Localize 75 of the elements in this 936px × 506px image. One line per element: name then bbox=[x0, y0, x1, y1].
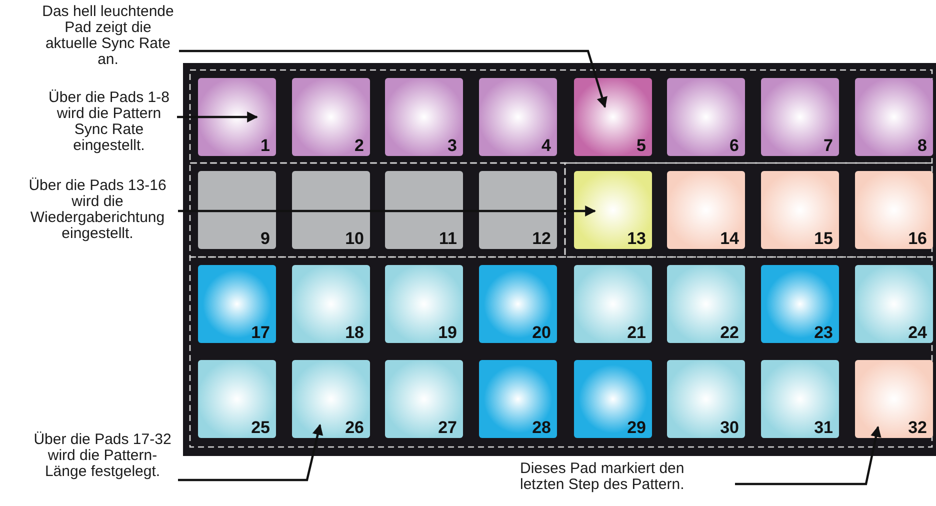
pad-number: 12 bbox=[532, 230, 551, 247]
pad bbox=[385, 171, 463, 249]
pad-grid-panel bbox=[183, 63, 936, 456]
pad-number: 6 bbox=[730, 137, 739, 154]
leader-arrow bbox=[177, 112, 258, 122]
pad bbox=[479, 78, 557, 156]
pad-number: 28 bbox=[532, 419, 551, 436]
pad-number: 4 bbox=[542, 137, 551, 154]
callout-text: Dieses Pad markiert den letzten Step des Pattern. bbox=[520, 461, 732, 493]
pad-number: 27 bbox=[438, 419, 457, 436]
pad-number: 3 bbox=[448, 137, 457, 154]
pad bbox=[479, 171, 557, 249]
pad bbox=[292, 171, 370, 249]
pad-number: 14 bbox=[720, 230, 739, 247]
pad bbox=[198, 171, 276, 249]
pad-number: 31 bbox=[814, 419, 833, 436]
pad bbox=[385, 360, 463, 438]
pad bbox=[761, 360, 839, 438]
pad bbox=[667, 171, 745, 249]
pad bbox=[198, 360, 276, 438]
pad bbox=[855, 265, 933, 343]
pad-number: 24 bbox=[908, 324, 927, 341]
pad-number: 7 bbox=[824, 137, 833, 154]
pad-number: 23 bbox=[814, 324, 833, 341]
pad bbox=[385, 265, 463, 343]
pad bbox=[292, 78, 370, 156]
leader-arrow bbox=[178, 424, 324, 482]
leader-arrow bbox=[178, 206, 596, 216]
pad bbox=[574, 265, 652, 343]
pad bbox=[667, 265, 745, 343]
pad bbox=[385, 78, 463, 156]
pad bbox=[292, 360, 370, 438]
pad bbox=[479, 360, 557, 438]
pad bbox=[198, 78, 276, 156]
callout-text: Über die Pads 17-32 wird die Pattern-Länge festgelegt. bbox=[30, 432, 175, 480]
pad-number: 15 bbox=[814, 230, 833, 247]
pad-number: 25 bbox=[251, 419, 270, 436]
pad-number: 26 bbox=[345, 419, 364, 436]
pad-number: 22 bbox=[720, 324, 739, 341]
pad-number: 18 bbox=[345, 324, 364, 341]
pad bbox=[574, 78, 652, 156]
pad bbox=[292, 265, 370, 343]
pad bbox=[761, 265, 839, 343]
pad bbox=[198, 265, 276, 343]
pad-number: 21 bbox=[627, 324, 646, 341]
pad-number: 32 bbox=[908, 419, 927, 436]
pad-number: 8 bbox=[918, 137, 927, 154]
pad bbox=[479, 265, 557, 343]
pad-number: 17 bbox=[251, 324, 270, 341]
pad bbox=[667, 78, 745, 156]
pad-number: 30 bbox=[720, 419, 739, 436]
pad-number: 16 bbox=[908, 230, 927, 247]
pad-number: 11 bbox=[439, 230, 457, 247]
pad-number: 29 bbox=[627, 419, 646, 436]
pad-number: 13 bbox=[627, 230, 646, 247]
pad-number: 9 bbox=[260, 230, 270, 247]
pad-number: 1 bbox=[260, 137, 270, 154]
pad bbox=[574, 360, 652, 438]
pad bbox=[855, 360, 933, 438]
pad bbox=[574, 171, 652, 249]
pad bbox=[761, 78, 839, 156]
callout-text: Das hell leuchtende Pad zeigt die aktuelle Sync Rate an. bbox=[40, 4, 176, 68]
pad bbox=[667, 360, 745, 438]
pad-number: 5 bbox=[636, 137, 646, 154]
pad-number: 2 bbox=[354, 137, 364, 154]
pad bbox=[761, 171, 839, 249]
leader-arrow bbox=[179, 50, 608, 108]
pad bbox=[855, 78, 933, 156]
pad-number: 20 bbox=[532, 324, 551, 341]
pad-number: 19 bbox=[438, 324, 457, 341]
pad-number: 10 bbox=[345, 230, 364, 247]
callout-text: Über die Pads 13-16 wird die Wiedergaberichtung eingestellt. bbox=[20, 178, 175, 242]
leader-arrow bbox=[735, 426, 882, 486]
pad bbox=[855, 171, 933, 249]
callout-text: Über die Pads 1-8 wird die Pattern Sync Rate eingestellt. bbox=[44, 90, 174, 154]
